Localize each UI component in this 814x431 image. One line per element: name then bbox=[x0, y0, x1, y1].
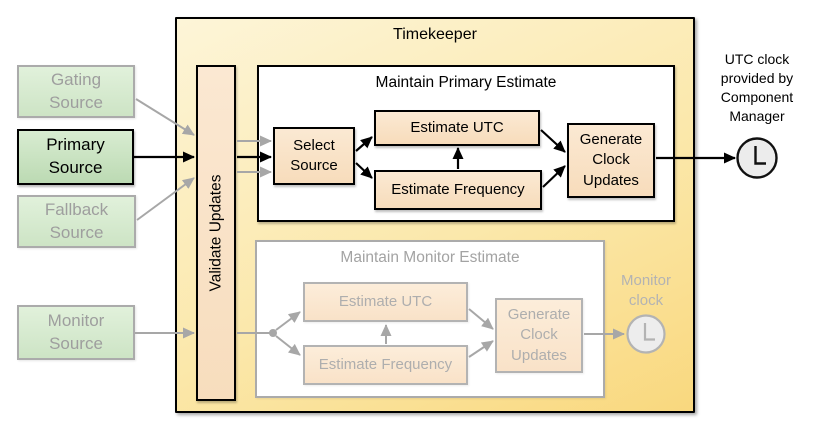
validate-updates-label: Validate Updates bbox=[207, 174, 224, 292]
generate-clock-updates-box: Generate Clock Updates bbox=[567, 123, 655, 198]
monitor-generate-clock-updates-box: Generate Clock Updates bbox=[495, 298, 583, 373]
select-source-box: Select Source bbox=[273, 127, 355, 185]
source-primary-box: Primary Source bbox=[17, 129, 134, 185]
source-gating-box: Gating Source bbox=[17, 65, 135, 118]
timekeeper-title: Timekeeper bbox=[393, 26, 477, 43]
monitor-estimate-utc-box: Estimate UTC bbox=[303, 282, 468, 322]
utc-clock-label: UTC clock provided by Component Manager bbox=[720, 51, 794, 124]
source-fallback-box: Fallback Source bbox=[17, 195, 136, 248]
source-monitor-box: Monitor Source bbox=[17, 305, 135, 360]
validate-updates-box: Validate Updates bbox=[196, 65, 236, 401]
estimate-utc-box: Estimate UTC bbox=[374, 110, 540, 146]
monitor-estimate-frequency-box: Estimate Frequency bbox=[303, 345, 468, 385]
maintain-monitor-title: Maintain Monitor Estimate bbox=[340, 249, 520, 266]
estimate-frequency-box: Estimate Frequency bbox=[374, 170, 542, 210]
utc-clock-icon bbox=[736, 137, 778, 179]
maintain-primary-title: Maintain Primary Estimate bbox=[375, 74, 557, 91]
monitor-clock-label: Monitor clock bbox=[620, 272, 672, 309]
